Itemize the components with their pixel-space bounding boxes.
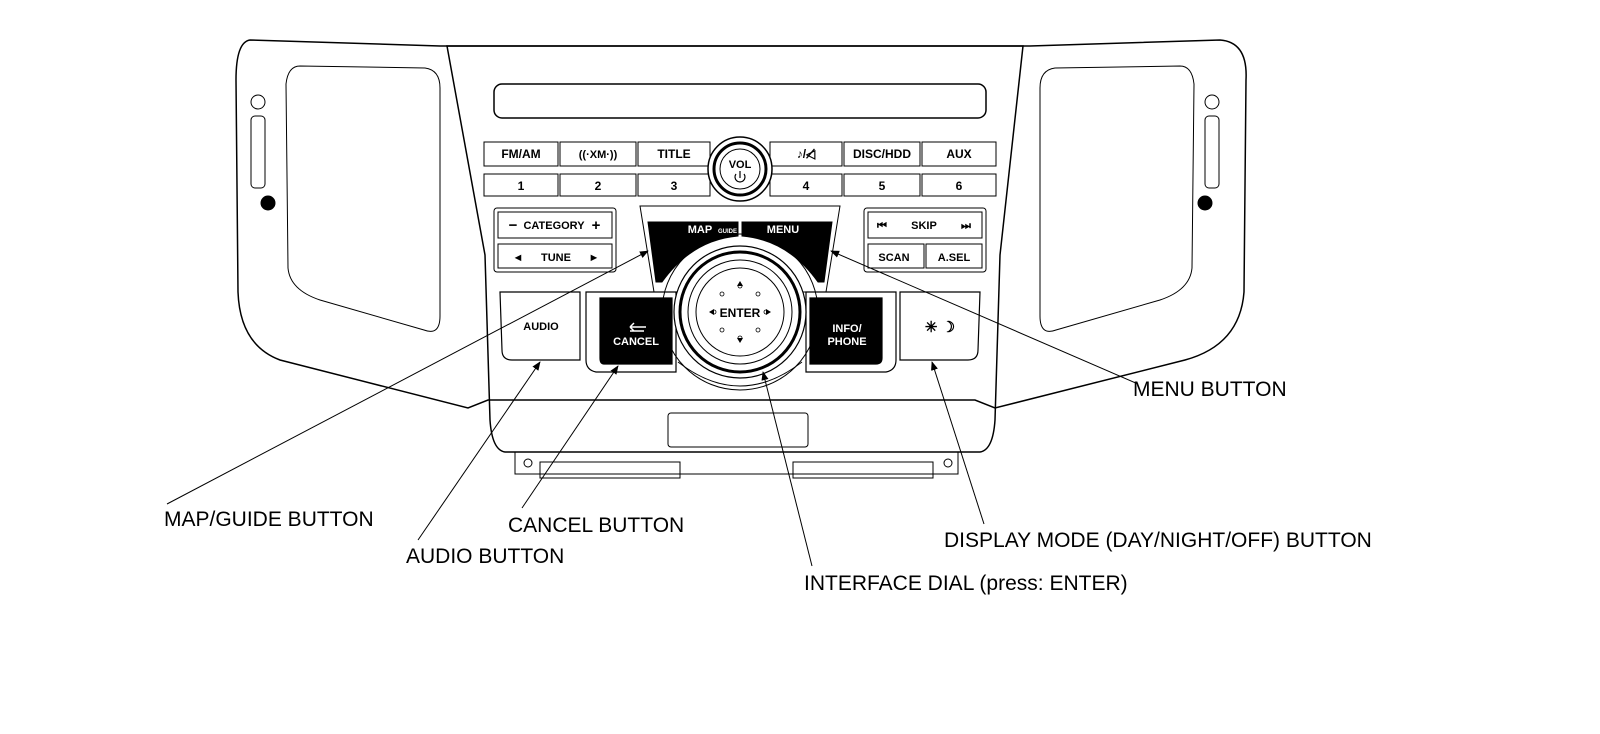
enter-label: ENTER	[720, 306, 761, 320]
preset-1-button[interactable]	[483, 173, 559, 197]
map-guide-button-callout: MAP/GUIDE BUTTON	[164, 508, 374, 531]
info-label-line2: PHONE	[827, 336, 866, 348]
cancel-label: CANCEL	[613, 336, 659, 348]
vol-label: VOL	[729, 159, 752, 171]
power-icon	[734, 171, 746, 183]
right-side-pocket	[1039, 65, 1220, 332]
preset-3-button[interactable]	[637, 173, 711, 197]
aux-label: AUX	[946, 147, 971, 161]
cancel-back-icon	[629, 322, 646, 332]
category-plus-label: +	[592, 217, 601, 234]
tune-label: TUNE	[541, 252, 571, 264]
cancel-button[interactable]	[585, 291, 677, 373]
aux-button[interactable]	[921, 141, 997, 167]
tune-button[interactable]	[497, 243, 613, 269]
a-sel-label: A.SEL	[938, 252, 971, 264]
display-mode-symbol: ✳ ☽	[925, 319, 955, 336]
left-side-pocket	[250, 65, 441, 332]
tune-right-label: ►	[589, 252, 600, 264]
sound-mute-label: ♪/◁̸	[797, 147, 816, 161]
skip-scan-block	[863, 207, 987, 273]
preset-5-label: 5	[879, 179, 886, 193]
title-button[interactable]	[637, 141, 711, 167]
scan-button[interactable]	[867, 243, 925, 269]
disc-slot[interactable]	[493, 83, 987, 119]
xm-button[interactable]	[559, 141, 637, 167]
info-phone-button[interactable]	[805, 291, 897, 373]
disc-hdd-label: DISC/HDD	[853, 147, 911, 161]
scan-label: SCAN	[878, 252, 909, 264]
info-label-line1: INFO/	[832, 323, 861, 335]
skip-next-label: ⏭	[961, 220, 971, 232]
map-guide-leader	[166, 250, 649, 505]
menu-leader	[830, 250, 1139, 385]
outer-bezel	[235, 39, 1247, 409]
center-console	[446, 45, 1024, 453]
category-tune-block	[493, 207, 617, 273]
category-button[interactable]	[497, 211, 613, 239]
map-label: MAP	[688, 224, 712, 236]
preset-1-label: 1	[518, 179, 525, 193]
display-mode-leader	[931, 361, 985, 525]
audio-button[interactable]	[499, 291, 581, 361]
bottom-lip	[514, 412, 959, 479]
interface-dial-leader	[761, 371, 813, 567]
leader-lines	[166, 250, 1139, 567]
sound-mute-button[interactable]	[769, 141, 843, 167]
preset-6-button[interactable]	[921, 173, 997, 197]
interface-dial-callout: INTERFACE DIAL (press: ENTER)	[804, 572, 1128, 595]
preset-3-label: 3	[671, 179, 678, 193]
preset-2-button[interactable]	[559, 173, 637, 197]
category-label: CATEGORY	[523, 220, 585, 232]
interface-dial[interactable]	[661, 233, 819, 391]
skip-prev-label: ⏮	[877, 220, 887, 232]
display-mode-button[interactable]	[899, 291, 981, 361]
preset-4-button[interactable]	[769, 173, 843, 197]
tune-left-label: ◄	[513, 252, 524, 264]
preset-5-button[interactable]	[843, 173, 921, 197]
xm-label: ((·XM·))	[579, 149, 618, 161]
audio-label: AUDIO	[523, 321, 559, 333]
fm-am-button[interactable]	[483, 141, 559, 167]
category-minus-label: −	[509, 217, 518, 234]
menu-button-callout: MENU BUTTON	[1133, 378, 1287, 401]
dial-arrow-icons	[709, 281, 771, 343]
cancel-leader	[521, 365, 619, 509]
guide-label: GUIDE	[718, 229, 737, 235]
preset-row-right	[769, 141, 997, 197]
disc-hdd-button[interactable]	[843, 141, 921, 167]
preset-2-label: 2	[595, 179, 602, 193]
display-mode-button-callout: DISPLAY MODE (DAY/NIGHT/OFF) BUTTON	[944, 529, 1372, 552]
menu-label: MENU	[767, 224, 799, 236]
preset-6-label: 6	[956, 179, 963, 193]
menu-button[interactable]	[741, 221, 833, 283]
volume-knob[interactable]	[707, 136, 773, 202]
map-guide-button[interactable]	[647, 221, 739, 283]
fm-am-label: FM/AM	[501, 147, 540, 161]
audio-leader	[417, 361, 541, 541]
preset-row-left	[483, 141, 711, 197]
preset-4-label: 4	[803, 179, 810, 193]
audio-button-callout: AUDIO BUTTON	[406, 545, 565, 568]
title-label: TITLE	[657, 147, 690, 161]
cancel-button-callout: CANCEL BUTTON	[508, 514, 685, 537]
skip-button[interactable]	[867, 211, 983, 239]
skip-label: SKIP	[911, 220, 937, 232]
a-sel-button[interactable]	[925, 243, 983, 269]
